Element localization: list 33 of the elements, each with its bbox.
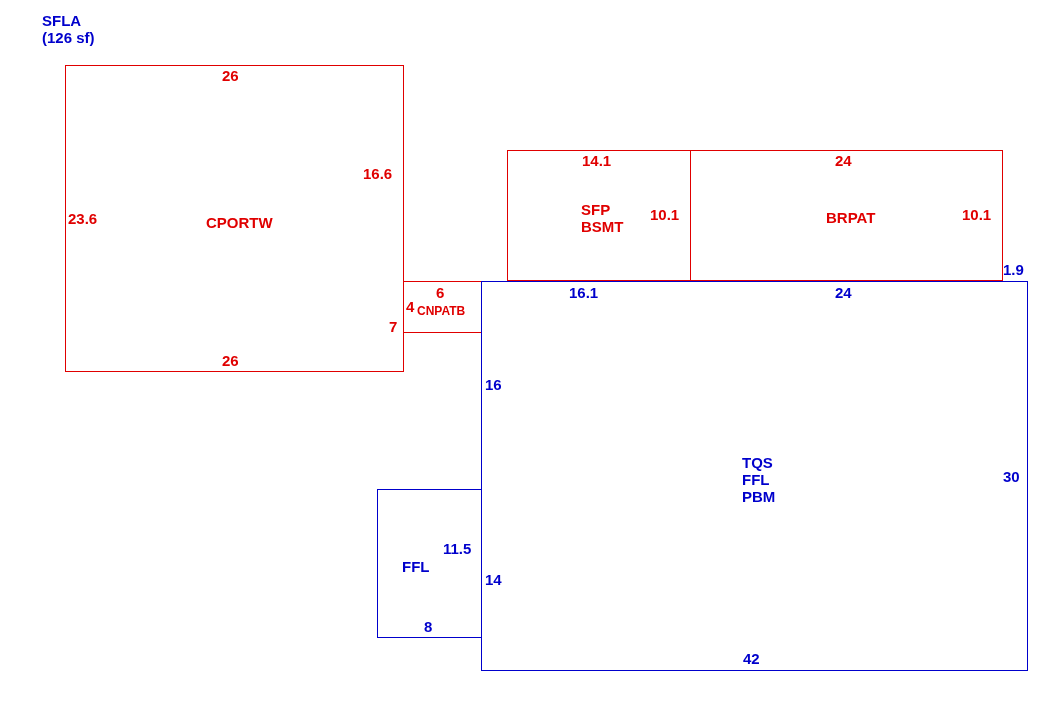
area-code: CNPATB (417, 303, 466, 320)
area-outline (507, 150, 691, 281)
area-code: TQS FFL PBM (742, 454, 776, 505)
area-code: FFL (402, 558, 430, 575)
dimension-label: 30 (1003, 468, 1020, 485)
dimension-label: 16 (485, 376, 502, 393)
dimension-label: 14 (485, 571, 502, 588)
area-total-label: SFLA (126 sf) (42, 12, 96, 46)
dimension-label: 16.1 (569, 284, 599, 301)
dimension-label: 6 (436, 284, 445, 301)
dimension-label: 16.6 (363, 165, 393, 182)
dimension-label: 10.1 (650, 206, 680, 223)
area-outline (377, 489, 482, 638)
area-code: SFP BSMT (581, 201, 624, 235)
dimension-label: 24 (835, 152, 852, 169)
dimension-label: 26 (222, 352, 239, 369)
area-outline (690, 150, 1003, 281)
area-code: BRPAT (826, 209, 876, 226)
dimension-label: 1.9 (1003, 261, 1024, 278)
dimension-label: 10.1 (962, 206, 992, 223)
dimension-label: 24 (835, 284, 852, 301)
area-outline (403, 281, 482, 333)
dimension-label: 7 (389, 318, 398, 335)
dimension-label: 42 (743, 650, 760, 667)
dimension-label: 4 (406, 298, 415, 315)
dimension-label: 14.1 (582, 152, 612, 169)
area-code: CPORTW (206, 214, 273, 231)
dimension-label: 8 (424, 618, 433, 635)
dimension-label: 11.5 (443, 540, 472, 557)
dimension-label: 23.6 (68, 210, 98, 227)
dimension-label: 26 (222, 67, 239, 84)
area-outline (481, 281, 1028, 671)
area-outline (65, 65, 404, 372)
